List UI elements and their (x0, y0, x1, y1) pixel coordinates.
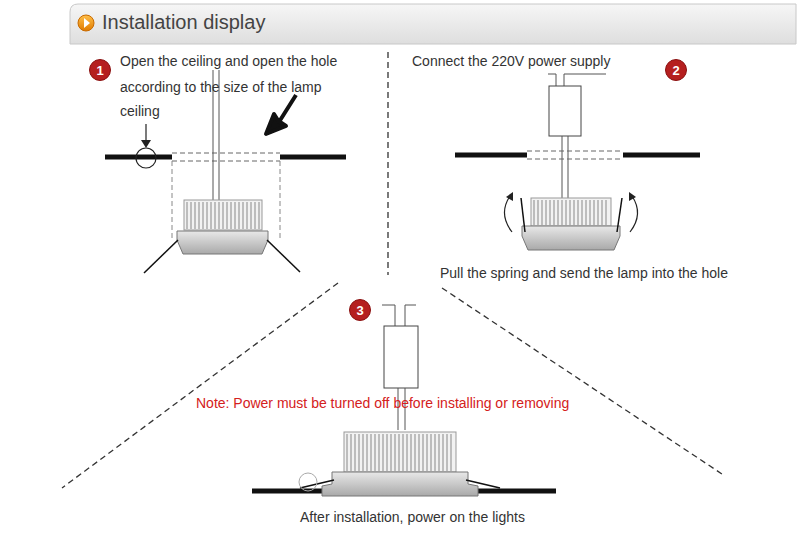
callout-digit: 3 (356, 304, 363, 317)
fin-stroke (594, 200, 595, 225)
callout-number: 1 (89, 59, 111, 81)
fin-stroke (207, 202, 208, 229)
fin-stroke (391, 434, 392, 471)
fin-stroke (427, 434, 428, 471)
instruction-text: ceiling (120, 98, 160, 124)
warning-note: Note: Power must be turned off before in… (196, 390, 569, 416)
fin-stroke (215, 202, 216, 229)
header-bar (70, 4, 796, 44)
fin-stroke (363, 434, 364, 471)
fin-stroke (566, 200, 567, 225)
fin-stroke (411, 434, 412, 471)
fin-stroke (574, 200, 575, 225)
fin-stroke (247, 202, 248, 229)
instruction-text: Pull the spring and send the lamp into t… (440, 260, 728, 286)
fin-stroke (199, 202, 200, 229)
fin-stroke (395, 434, 396, 471)
fin-stroke (195, 202, 196, 229)
fin-stroke (235, 202, 236, 229)
fin-stroke (570, 200, 571, 225)
fin-stroke (538, 200, 539, 225)
fin-stroke (562, 200, 563, 225)
fin-stroke (355, 434, 356, 471)
fin-stroke (375, 434, 376, 471)
fin-stroke (259, 202, 260, 229)
fin-stroke (227, 202, 228, 229)
fin-stroke (447, 434, 448, 471)
fin-stroke (542, 200, 543, 225)
fin-stroke (443, 434, 444, 471)
fin-stroke (359, 434, 360, 471)
fin-stroke (399, 434, 400, 471)
fin-stroke (371, 434, 372, 471)
fin-stroke (550, 200, 551, 225)
fin-stroke (602, 200, 603, 225)
heat-sink-fins (187, 200, 606, 471)
fin-stroke (379, 434, 380, 471)
callout-digit: 1 (96, 64, 103, 77)
fin-stroke (347, 434, 348, 471)
fin-stroke (451, 434, 452, 471)
fin-stroke (223, 202, 224, 229)
fin-stroke (423, 434, 424, 471)
ceiling-panel-1 (105, 70, 346, 273)
fin-stroke (586, 200, 587, 225)
callout-digit: 2 (672, 64, 679, 77)
callout-number: 2 (665, 59, 687, 81)
fin-stroke (554, 200, 555, 225)
fin-stroke (191, 202, 192, 229)
fin-stroke (203, 202, 204, 229)
fin-stroke (251, 202, 252, 229)
lamp-panel-2 (455, 74, 700, 250)
fin-stroke (431, 434, 432, 471)
fin-stroke (419, 434, 420, 471)
fin-stroke (435, 434, 436, 471)
fin-stroke (590, 200, 591, 225)
fin-stroke (255, 202, 256, 229)
fin-stroke (546, 200, 547, 225)
fin-stroke (582, 200, 583, 225)
fin-stroke (211, 202, 212, 229)
fin-stroke (231, 202, 232, 229)
instruction-text: Connect the 220V power supply (412, 48, 610, 74)
fin-stroke (558, 200, 559, 225)
fin-stroke (243, 202, 244, 229)
fin-stroke (239, 202, 240, 229)
fin-stroke (415, 434, 416, 471)
fin-stroke (606, 200, 607, 225)
title-text: Installation display (102, 8, 265, 36)
instruction-text: After installation, power on the lights (300, 504, 525, 530)
fin-stroke (578, 200, 579, 225)
fin-stroke (598, 200, 599, 225)
fin-stroke (534, 200, 535, 225)
fin-stroke (383, 434, 384, 471)
fin-stroke (367, 434, 368, 471)
callout-number: 3 (349, 299, 371, 321)
fin-stroke (439, 434, 440, 471)
fin-stroke (407, 434, 408, 471)
instruction-text: Open the ceiling and open the hole accor… (120, 48, 358, 100)
fin-stroke (351, 434, 352, 471)
fin-stroke (387, 434, 388, 471)
fin-stroke (403, 434, 404, 471)
fin-stroke (187, 202, 188, 229)
fin-stroke (219, 202, 220, 229)
